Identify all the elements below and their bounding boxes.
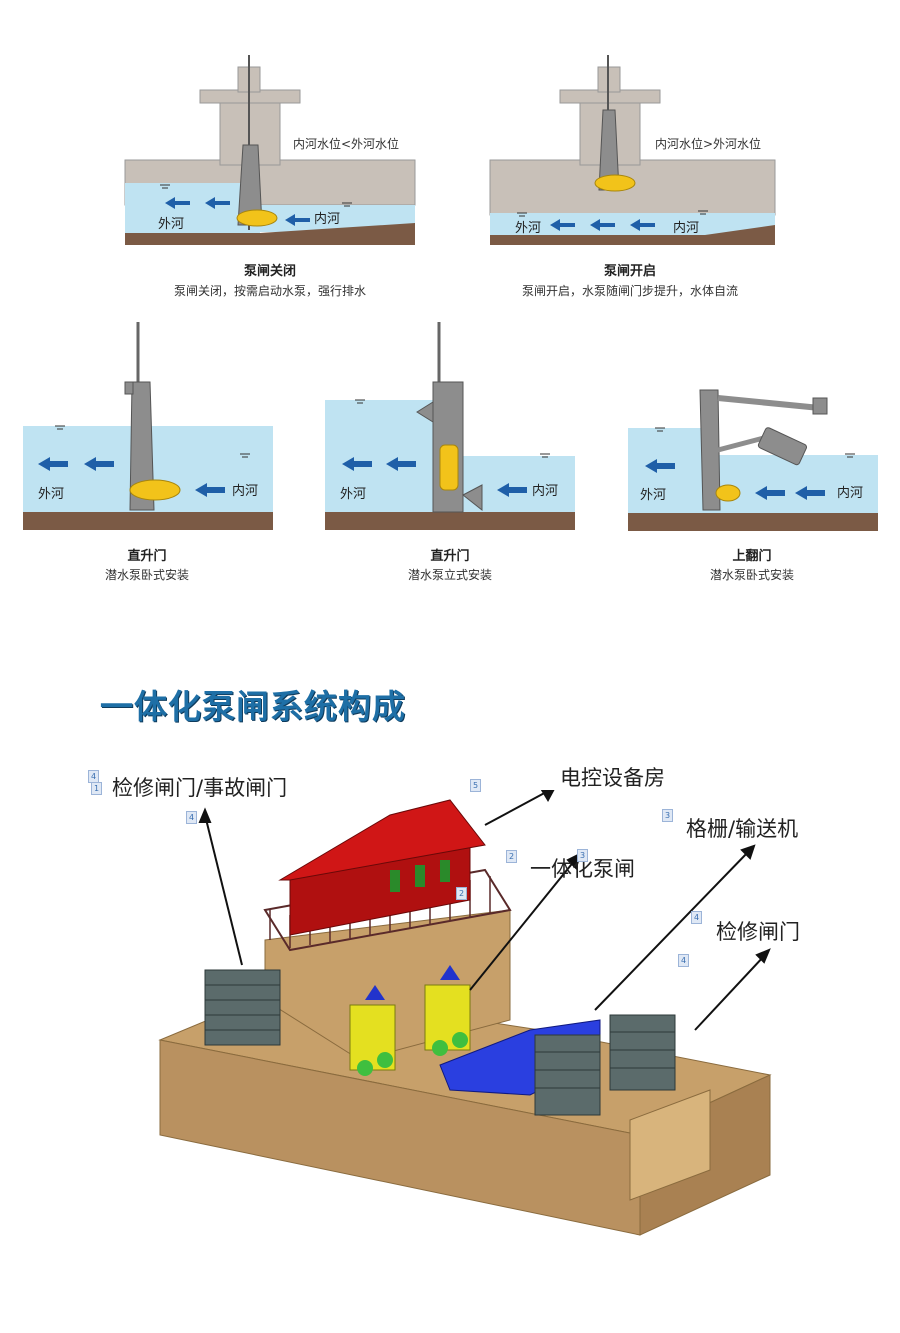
pump-icon [439, 444, 459, 491]
flow-arrows [342, 457, 527, 497]
badge-number: 5 [470, 779, 481, 792]
flow-arrows [38, 457, 225, 497]
outer-river-label: 外河 [158, 217, 184, 232]
badge-number: 4 [186, 811, 197, 824]
level-note: 内河水位>外河水位 [655, 136, 761, 151]
inner-river-label: 内河 [232, 483, 258, 499]
inner-river-label: 内河 [837, 485, 863, 501]
diagram-vertical-gate-horizontal-pump: 外河 内河 [23, 322, 273, 530]
badge-number: 3 [577, 849, 588, 862]
pump-icon [236, 209, 278, 227]
pump-icon [129, 479, 181, 501]
gate-body [129, 381, 155, 511]
leader-arrows [198, 790, 771, 1031]
flow-arrows [645, 459, 825, 500]
level-note: 内河水位<外河水位 [293, 136, 399, 151]
diagram-open-title: 泵闸开启 [603, 264, 656, 279]
inner-river-label: 内河 [532, 483, 558, 499]
outer-river-label: 外河 [640, 488, 666, 503]
pump-icon [715, 484, 741, 502]
diagram-vh-subtitle: 潜水泵卧式安装 [104, 568, 189, 582]
diagram-flap-subtitle: 潜水泵卧式安装 [709, 568, 794, 582]
maintenance-gate-right-2 [609, 1014, 676, 1091]
system-illustration [158, 790, 772, 1236]
outer-water [125, 183, 260, 233]
inner-river-label: 内河 [314, 211, 340, 227]
badge-number: 3 [662, 809, 673, 822]
outer-river-label: 外河 [515, 221, 541, 236]
label-control-room: 电控设备房 [560, 766, 665, 790]
diagram-pump-gate-open: 内河水位>外河水位 外河 内河 [489, 55, 776, 245]
badge-number: 1 [91, 782, 102, 795]
control-room-roof [278, 799, 486, 881]
label-screen-conveyor: 格栅/输送机 [686, 817, 799, 841]
outer-river-label: 外河 [38, 487, 64, 502]
outer-river-label: 外河 [340, 487, 366, 502]
diagram-pump-gate-closed: 内河水位<外河水位 外河 内河 [124, 55, 416, 245]
diagram-vh-title: 直升门 [127, 549, 167, 564]
channel [629, 1089, 711, 1201]
badge-number: 4 [691, 911, 702, 924]
flow-arrows [550, 219, 655, 231]
badge-number: 4 [678, 954, 689, 967]
inner-water-high [23, 426, 133, 516]
badge-number: 2 [506, 850, 517, 863]
maintenance-gate-right-1 [534, 1034, 601, 1116]
inner-river-label: 内河 [673, 220, 699, 236]
river-bed [23, 512, 273, 530]
diagram-vv-subtitle: 潜水泵立式安装 [407, 568, 492, 582]
label-maintenance-emergency-gate: 检修闸门/事故闸门 [112, 776, 288, 800]
gate-frame [699, 389, 721, 511]
river-bed [490, 225, 775, 245]
maintenance-gate-left [204, 969, 281, 1046]
diagram-vv-title: 直升门 [430, 549, 470, 564]
flow-arrows [165, 197, 310, 226]
flap-leaf [757, 427, 808, 466]
badge-number: 2 [456, 887, 467, 900]
diagram-flap-gate: 外河 内河 [628, 389, 878, 531]
pump-icon [594, 174, 636, 192]
river-bed [628, 513, 878, 531]
diagram-vertical-gate-vertical-pump: 外河 内河 [325, 322, 575, 530]
diagram-flap-title: 上翻门 [732, 549, 772, 564]
diagram-closed-title: 泵闸关闭 [243, 264, 296, 279]
river-bed [125, 223, 415, 245]
outer-water [325, 400, 435, 515]
diagram-closed-subtitle: 泵闸关闭，按需启动水泵，强行排水 [173, 284, 366, 298]
river-bed [325, 512, 575, 530]
system-title: 一体化泵闸系统构成 [100, 687, 406, 726]
label-maintenance-gate: 检修闸门 [716, 920, 800, 944]
diagram-open-subtitle: 泵闸开启，水泵随闸门步提升，水体自流 [521, 284, 738, 298]
